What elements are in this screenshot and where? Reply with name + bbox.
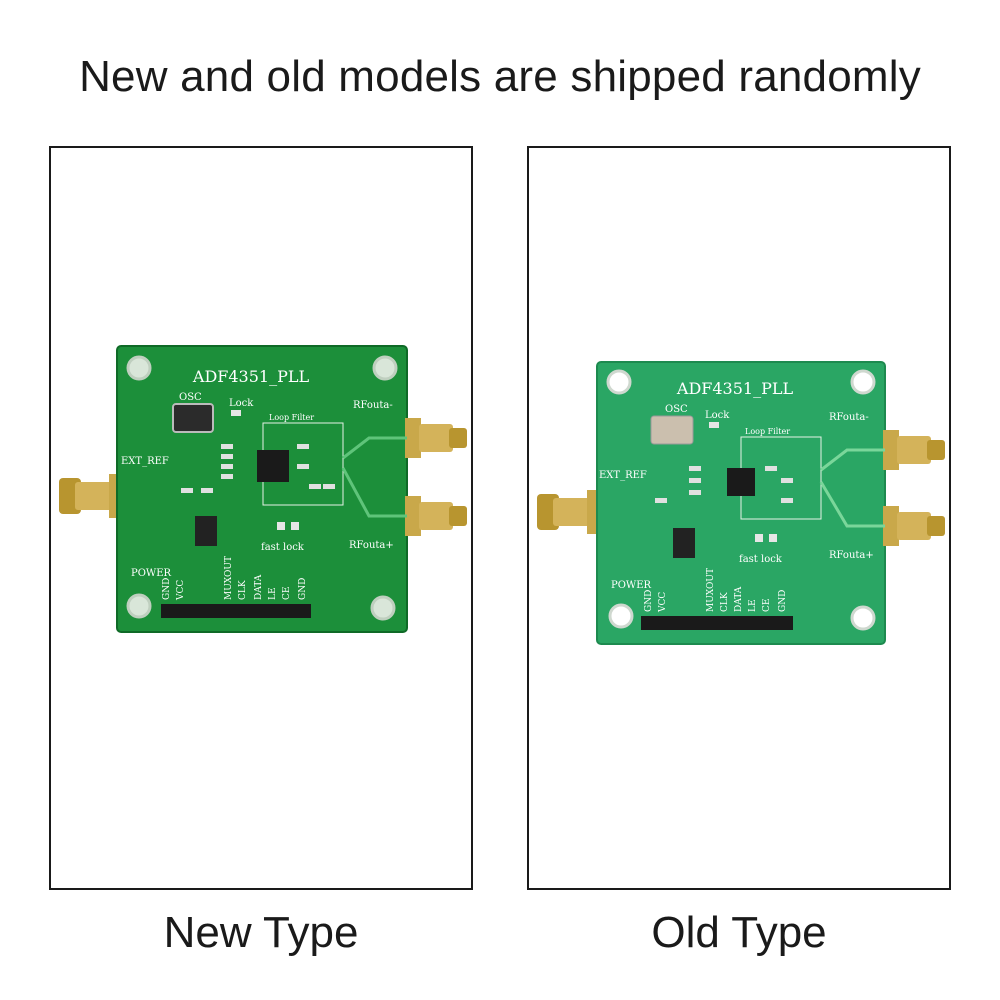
old-pin-label: GND bbox=[644, 590, 654, 612]
rfout-plus-sma-connector bbox=[883, 506, 945, 546]
new-board-power-label: POWER bbox=[131, 568, 172, 579]
new-board-lock-label: Lock bbox=[229, 398, 254, 409]
old-pin-label: CLK bbox=[720, 592, 730, 612]
old-pin-label: GND bbox=[778, 590, 788, 612]
rfout-minus-sma-connector bbox=[883, 430, 945, 470]
old-board-fast-lock-label: fast lock bbox=[739, 554, 783, 565]
old-board-lock-label: Lock bbox=[705, 410, 730, 421]
new-pin-label: MUXOUT bbox=[224, 556, 234, 600]
old-pin-label: VCC bbox=[658, 592, 668, 613]
new-pin-label: VCC bbox=[176, 580, 186, 601]
old-pin-label: LE bbox=[748, 599, 758, 612]
new-board-title: ADF4351_PLL bbox=[192, 367, 310, 386]
old-type-photo-frame: ADF4351_PLL OSC Lock Loop Filter EXT_REF… bbox=[527, 146, 951, 890]
page-headline: New and old models are shipped randomly bbox=[79, 52, 921, 101]
new-board-osc-label: OSC bbox=[179, 392, 202, 403]
old-board-ext-ref-label: EXT_REF bbox=[599, 470, 647, 481]
old-pin-label: DATA bbox=[734, 586, 744, 612]
old-board-loop-filter-label: Loop Filter bbox=[745, 427, 790, 436]
new-board-rfout-plus-label: RFouta+ bbox=[349, 540, 394, 551]
old-pin-label: CE bbox=[762, 599, 772, 612]
new-pin-label: GND bbox=[162, 578, 172, 600]
new-board-rfout-minus-label: RFouta- bbox=[353, 400, 393, 411]
old-pin-label: MUXOUT bbox=[706, 568, 716, 612]
new-pin-label: CE bbox=[282, 587, 292, 600]
old-board-title: ADF4351_PLL bbox=[676, 379, 794, 398]
new-board-ext-ref-label: EXT_REF bbox=[121, 456, 169, 467]
new-type-caption: New Type bbox=[163, 908, 359, 957]
ext-ref-sma-connector bbox=[537, 490, 603, 534]
rfout-plus-sma-connector bbox=[405, 496, 467, 536]
ext-ref-sma-connector bbox=[59, 474, 125, 518]
new-pin-label: DATA bbox=[254, 574, 264, 600]
old-type-caption: Old Type bbox=[651, 908, 827, 957]
new-type-board-photo: ADF4351_PLL OSC Lock Loop Filter EXT_REF… bbox=[59, 345, 467, 633]
old-board-power-label: POWER bbox=[611, 580, 652, 591]
old-board-rfout-minus-label: RFouta- bbox=[829, 412, 869, 423]
old-type-board-photo: ADF4351_PLL OSC Lock Loop Filter EXT_REF… bbox=[537, 361, 945, 645]
new-pin-label: GND bbox=[298, 578, 308, 600]
new-board-fast-lock-label: fast lock bbox=[261, 542, 305, 553]
old-board-osc-label: OSC bbox=[665, 404, 688, 415]
old-board-rfout-plus-label: RFouta+ bbox=[829, 550, 874, 561]
rfout-minus-sma-connector bbox=[405, 418, 467, 458]
new-pin-label: CLK bbox=[238, 580, 248, 600]
new-pin-label: LE bbox=[268, 587, 278, 600]
new-type-photo-frame: ADF4351_PLL OSC Lock Loop Filter EXT_REF… bbox=[49, 146, 473, 890]
new-board-loop-filter-label: Loop Filter bbox=[269, 413, 314, 422]
